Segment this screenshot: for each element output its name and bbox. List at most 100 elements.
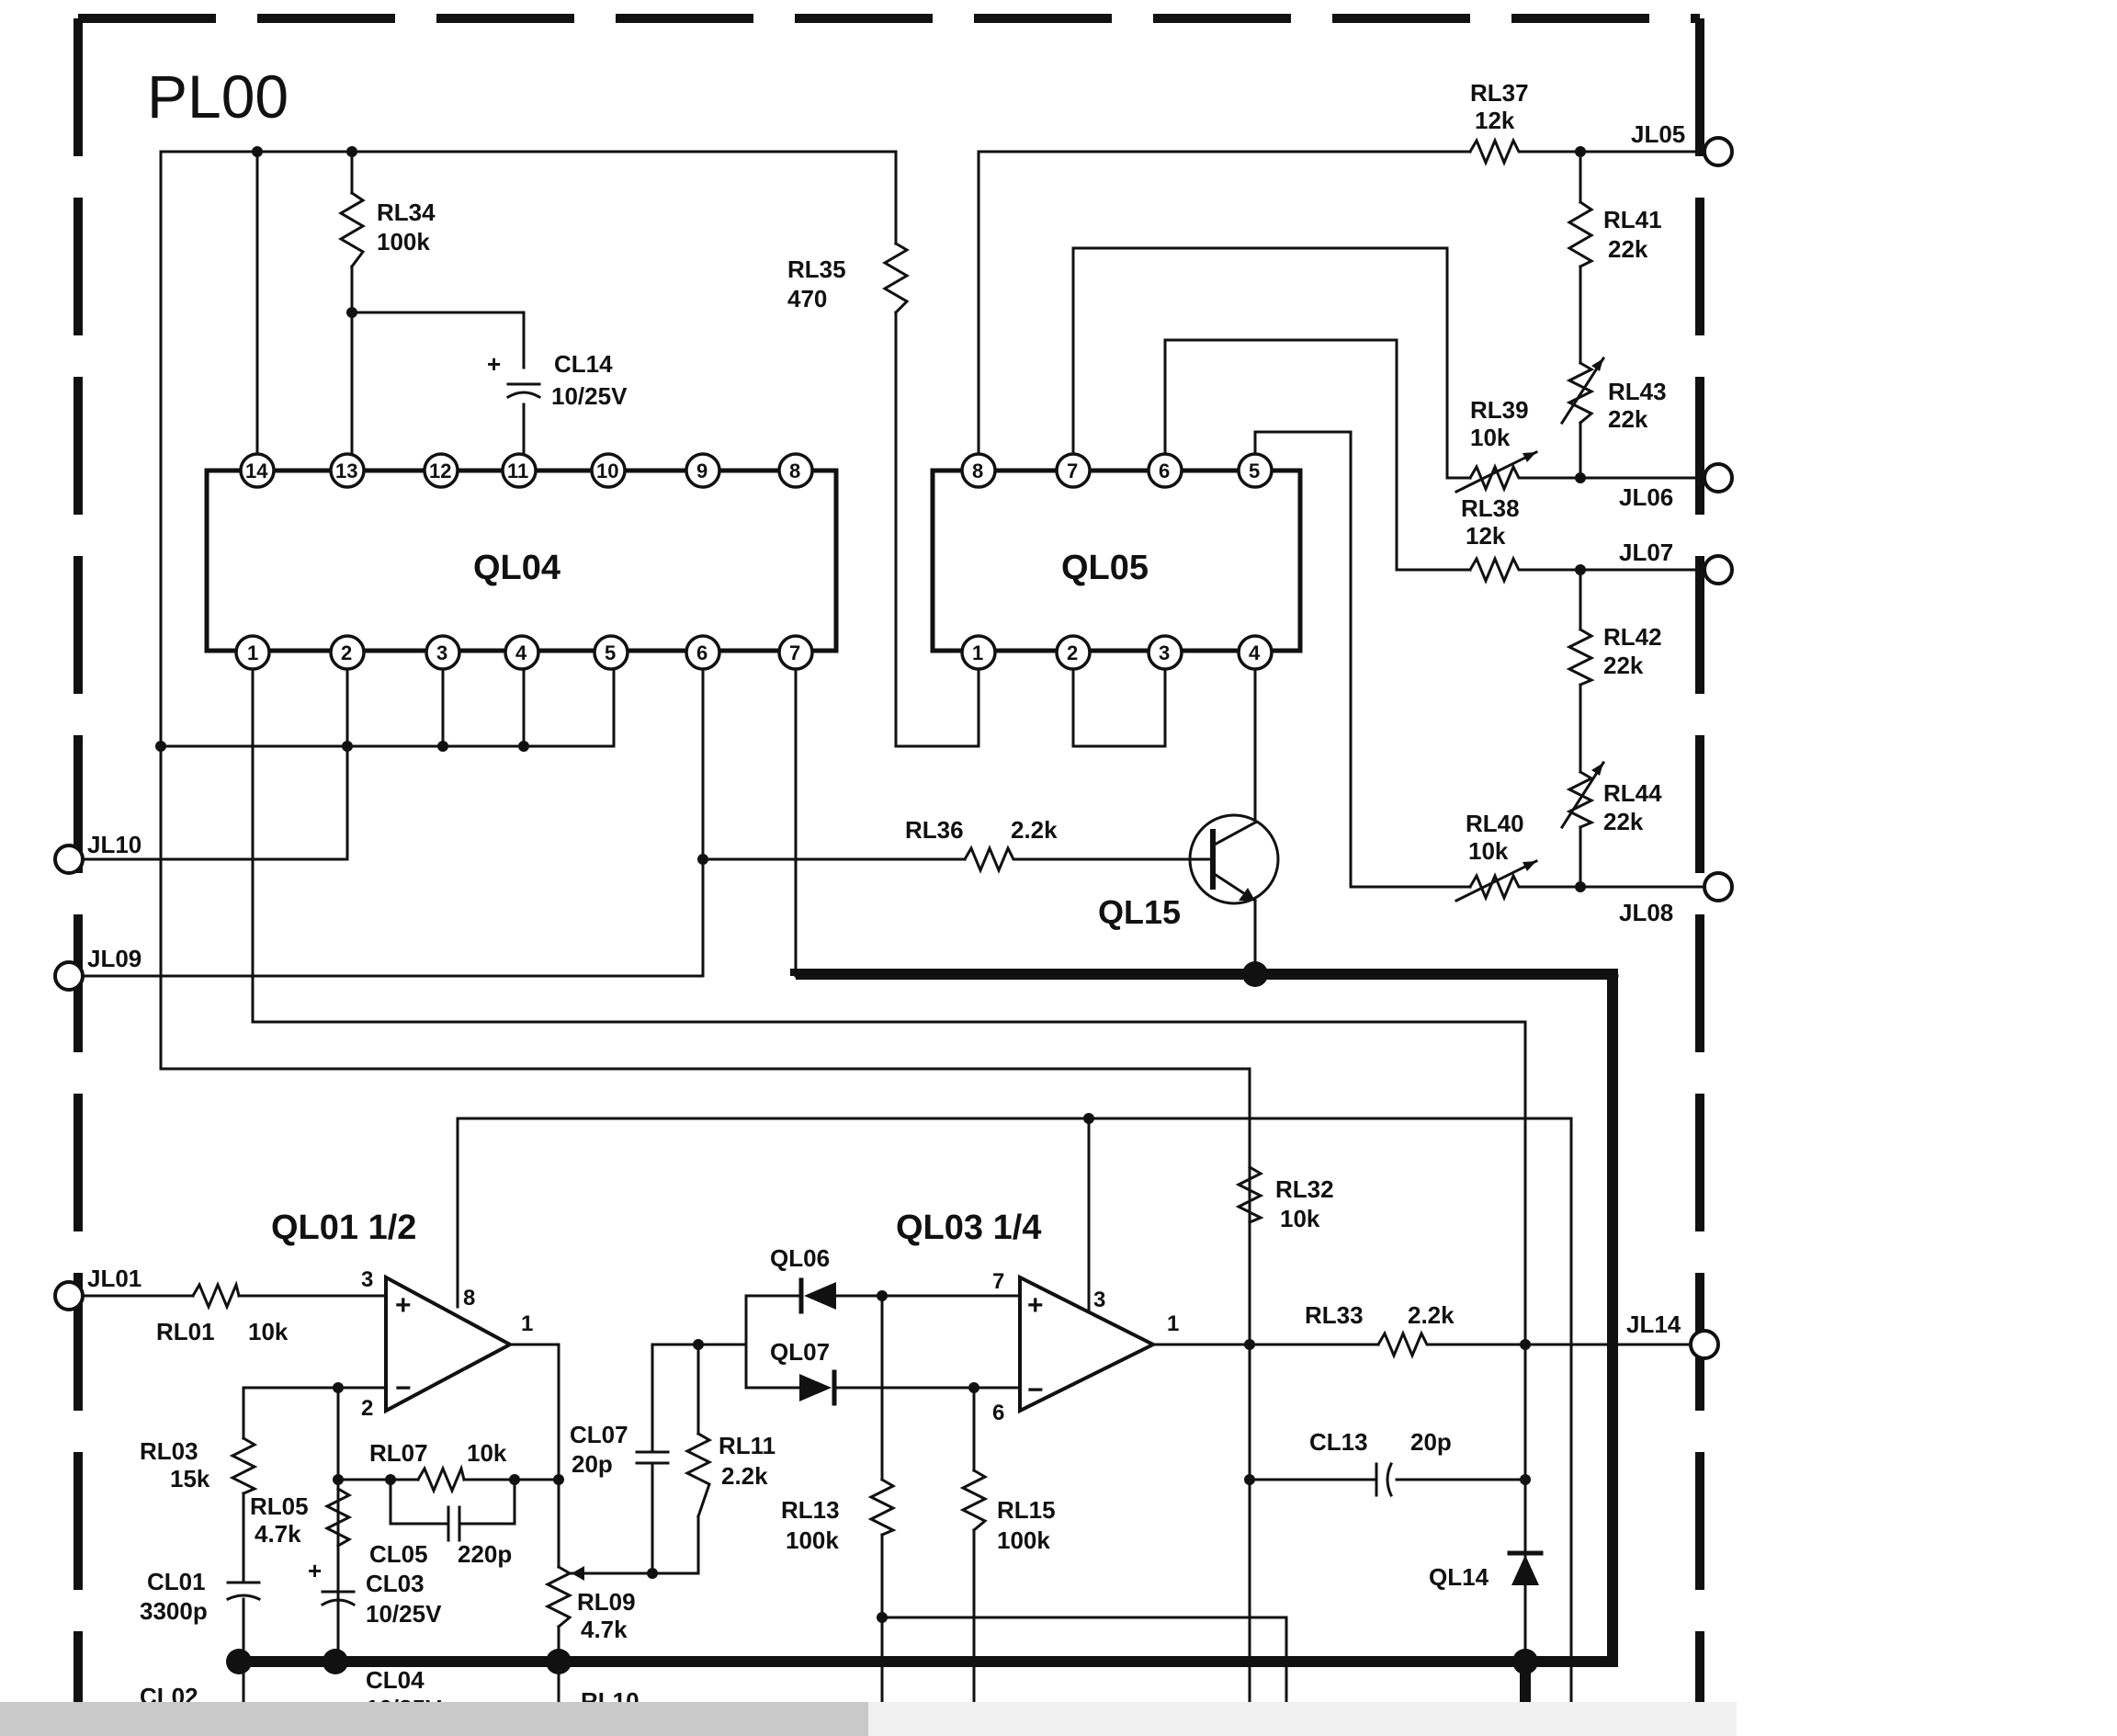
resistor-ref: RL39 [1470,396,1529,424]
resistor-value: 22k [1603,652,1644,679]
resistor-value: 12k [1475,107,1515,134]
pin-number: 6 [992,1401,1004,1425]
resistor-ref: RL40 [1466,810,1524,837]
resistor-ref: RL36 [905,816,964,844]
resistor-rl41: RL41 22k [1567,199,1662,269]
pin-label: 3 [436,641,447,664]
terminal-jl07: JL07 [1619,539,1734,585]
terminal-label: JL05 [1631,120,1685,148]
pin-label: 13 [335,460,357,482]
ic-ql04-label: QL04 [473,549,560,587]
capacitor-value: 10/25V [551,382,628,410]
resistor-value: 100k [786,1526,839,1554]
capacitor-value: 20p [1410,1428,1452,1456]
pin-label: 1 [247,641,258,664]
pin-number: 3 [361,1267,373,1292]
pin-label: 4 [515,641,527,664]
capacitor-cl13: CL13 20p [1309,1428,1452,1497]
resistor-ref: RL34 [377,199,436,226]
capacitor-value: 220p [458,1540,512,1568]
resistor-ref: RL42 [1603,623,1662,651]
capacitor-ref: CL03 [366,1570,425,1597]
resistor-ref: RL07 [369,1439,428,1467]
pin-label: 12 [429,460,451,482]
terminal-label: JL10 [87,831,142,858]
pin-label: 2 [1067,641,1078,664]
pin-label: 6 [696,641,708,664]
terminal-jl05: JL05 [1631,120,1734,167]
resistor-value: 100k [997,1526,1050,1554]
pin-number: 3 [1093,1288,1105,1312]
capacitor-value: 20p [572,1450,613,1478]
trimmer-rl39: RL39 10k [1454,396,1539,494]
pin-label: 4 [1249,641,1261,664]
polarity-mark: + [308,1557,322,1584]
capacitor-ref: CL01 [147,1568,206,1595]
resistor-value: 15k [170,1465,210,1492]
resistor-rl42: RL42 22k [1566,623,1662,686]
resistor-rl36: RL36 2.2k [905,816,1058,874]
terminal-label: JL01 [87,1265,142,1292]
resistor-value: 10k [1470,424,1511,451]
capacitor-cl01: CL01 3300p [140,1568,261,1625]
capacitor-cl03: + CL03 10/25V [308,1551,442,1628]
pin-label: 7 [1067,460,1078,482]
resistor-rl05: RL05 4.7k [250,1486,353,1549]
board-title: PL00 [147,62,289,130]
pin-label: 8 [789,460,800,482]
trimmer-rl44: RL44 22k [1559,760,1662,835]
resistor-ref: RL38 [1461,494,1520,522]
ic-ql05: QL05 8 7 6 5 1 2 3 4 [930,452,1303,671]
resistor-ref: RL11 [719,1432,775,1459]
capacitor-ref: CL04 [366,1666,425,1694]
resistor-value: 10k [248,1318,289,1345]
pin-label: 9 [696,460,708,482]
capacitor-cl07: CL07 20p [570,1421,670,1509]
scrollbar-thumb[interactable] [0,1702,868,1736]
capacitor-cl05: CL05 220p [369,1505,512,1568]
terminal-label: JL07 [1619,539,1673,566]
terminal-jl10: JL10 [53,831,142,875]
resistor-value: 2.2k [721,1462,768,1490]
capacitor-ref: CL13 [1309,1428,1368,1456]
capacitor-value: 3300p [140,1597,208,1625]
diode-ref: QL07 [770,1338,830,1366]
resistor-value: 10k [1468,837,1509,865]
pin-label: 1 [972,641,983,664]
resistor-value: 2.2k [1011,816,1058,844]
ql04-bottom-pins: 1 2 3 4 5 6 7 [234,634,814,671]
resistor-ref: RL32 [1275,1175,1334,1203]
diode-ql06: QL06 [770,1244,836,1314]
pin-label: 3 [1159,641,1170,664]
resistor-value: 10k [467,1439,507,1467]
plus-sign: + [1027,1290,1044,1321]
ic-ql05-label: QL05 [1061,549,1149,587]
terminal-label: JL06 [1619,483,1673,511]
lower-wiring [67,1067,1706,1714]
pin-label: 7 [789,641,800,664]
resistor-ref: RL37 [1470,79,1529,107]
resistor-value: 4.7k [255,1520,301,1548]
resistor-ref: RL15 [997,1496,1056,1524]
terminal-jl14: JL14 [1626,1311,1720,1360]
resistor-ref: RL05 [250,1492,309,1520]
opamp-label: QL01 1/2 [271,1208,416,1247]
pot-rl09: RL09 4.7k [544,1564,636,1643]
diode-ref: QL06 [770,1244,830,1272]
resistor-rl35: RL35 470 [787,241,910,315]
minus-sign: − [395,1373,412,1403]
capacitor-ref: CL05 [369,1540,428,1568]
upper-junctions [155,146,1586,892]
opamp-ql01: QL01 1/2 + − 3 2 8 1 [271,1208,533,1421]
terminal-label: JL09 [87,945,142,972]
resistor-ref: RL03 [140,1437,198,1465]
resistor-rl38: RL38 12k [1461,494,1527,584]
pin-label: 2 [341,641,352,664]
resistor-value: 22k [1603,808,1644,835]
minus-sign: − [1027,1375,1044,1405]
resistor-ref: RL44 [1603,779,1662,807]
resistor-rl01: RL01 10k [156,1280,289,1345]
board-border [74,14,1704,1709]
trimmer-rl40: RL40 10k [1454,810,1539,903]
resistor-ref: RL01 [156,1318,215,1345]
